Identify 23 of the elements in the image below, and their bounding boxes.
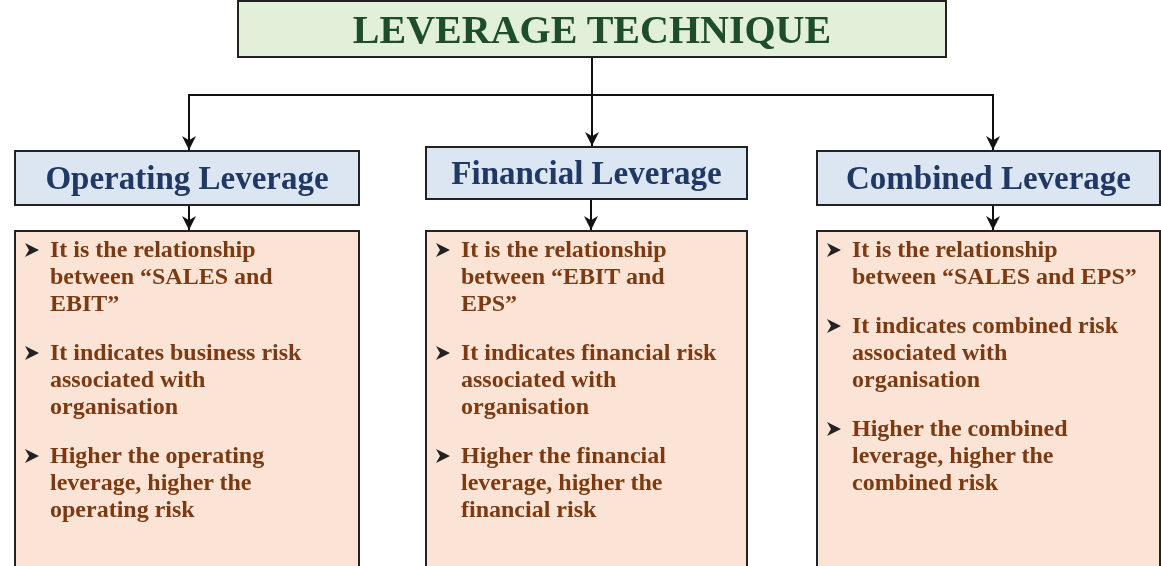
bullet-text: It indicates business risk associated with organisation (50, 339, 303, 420)
bullet-text: It indicates combined risk associated with organisation (852, 312, 1119, 393)
bullet-text: Higher the operating leverage, higher the operating risk (50, 442, 266, 523)
title-text: LEVERAGE TECHNIQUE (352, 5, 832, 53)
connector-arrow (584, 199, 598, 231)
bullet-text: Higher the combined leverage, higher the combined risk (852, 415, 1069, 496)
description-box (816, 230, 1161, 566)
category-box (816, 150, 1161, 206)
description-box (14, 230, 360, 566)
description-box (425, 230, 748, 566)
bullet-text: It indicates financial risk associated with organisation (461, 339, 718, 420)
connector-arrow (182, 205, 196, 231)
category-title: Combined Leverage (845, 159, 1131, 197)
bullet-text: It is the relationship between “SALES and EPS” (852, 236, 1138, 290)
bullet-text: It is the relationship between “SALES and EBIT” (50, 236, 274, 317)
category-box (14, 150, 360, 206)
title-box (237, 0, 947, 58)
category-box (425, 146, 748, 200)
category-title: Operating Leverage (45, 159, 329, 197)
bullet-text: It is the relationship between “EBIT and EPS” (461, 236, 668, 317)
bullet-text: Higher the financial leverage, higher the financial risk (461, 442, 667, 523)
connector-arrow (986, 205, 1000, 231)
category-title: Financial Leverage (451, 154, 722, 192)
